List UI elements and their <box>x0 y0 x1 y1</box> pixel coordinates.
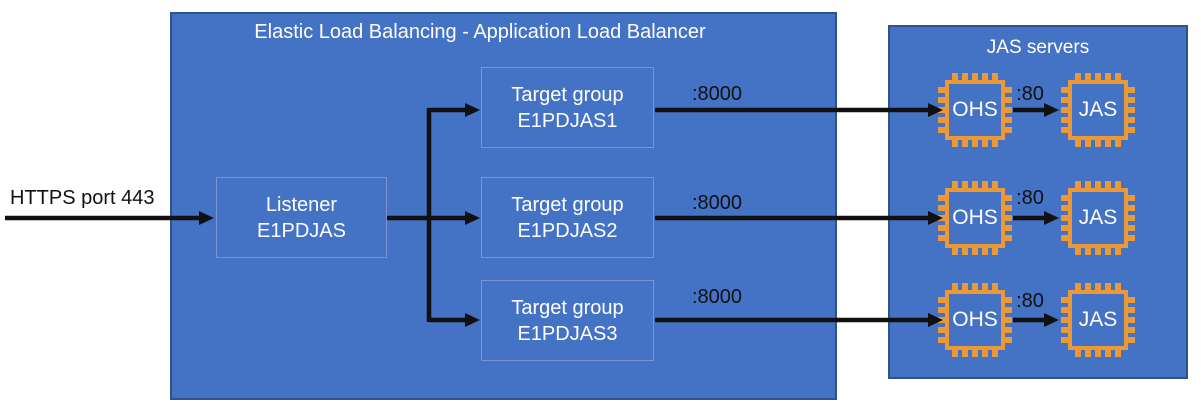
target-group-3-line1: Target group <box>511 296 624 319</box>
target-group-2-line2: E1PDJAS2 <box>517 219 618 242</box>
ohs-chip-label-1: OHS <box>952 98 998 121</box>
target-group-3-line2: E1PDJAS3 <box>517 322 618 345</box>
https-port-label: HTTPS port 443 <box>10 187 155 209</box>
jas-chip-label-2: JAS <box>1078 206 1118 229</box>
target-group-3-node: Target group E1PDJAS3 <box>481 280 654 361</box>
jas-chip-label-1: JAS <box>1078 98 1118 121</box>
ohs-chip-label-2: OHS <box>952 206 998 229</box>
listener-line1: Listener <box>265 193 338 216</box>
target-group-1-line2: E1PDJAS1 <box>517 109 618 132</box>
port-8000-label-2: :8000 <box>691 192 743 214</box>
port-80-label-2: :80 <box>1016 187 1044 209</box>
elb-title: Elastic Load Balancing - Application Loa… <box>254 21 706 43</box>
port-80-label-1: :80 <box>1016 83 1044 105</box>
port-8000-label-3: :8000 <box>691 286 743 308</box>
target-group-2-node: Target group E1PDJAS2 <box>481 177 654 258</box>
target-group-1-line1: Target group <box>511 83 624 106</box>
jas-chip-label-3: JAS <box>1078 308 1118 331</box>
listener-node: Listener E1PDJAS <box>216 177 387 258</box>
target-group-1-node: Target group E1PDJAS1 <box>481 67 654 148</box>
port-8000-label-1: :8000 <box>691 83 743 105</box>
ohs-chip-label-3: OHS <box>952 308 998 331</box>
jas-servers-title: JAS servers <box>986 37 1090 58</box>
port-80-label-3: :80 <box>1016 290 1044 312</box>
listener-line2: E1PDJAS <box>257 219 346 242</box>
target-group-2-line1: Target group <box>511 193 624 216</box>
